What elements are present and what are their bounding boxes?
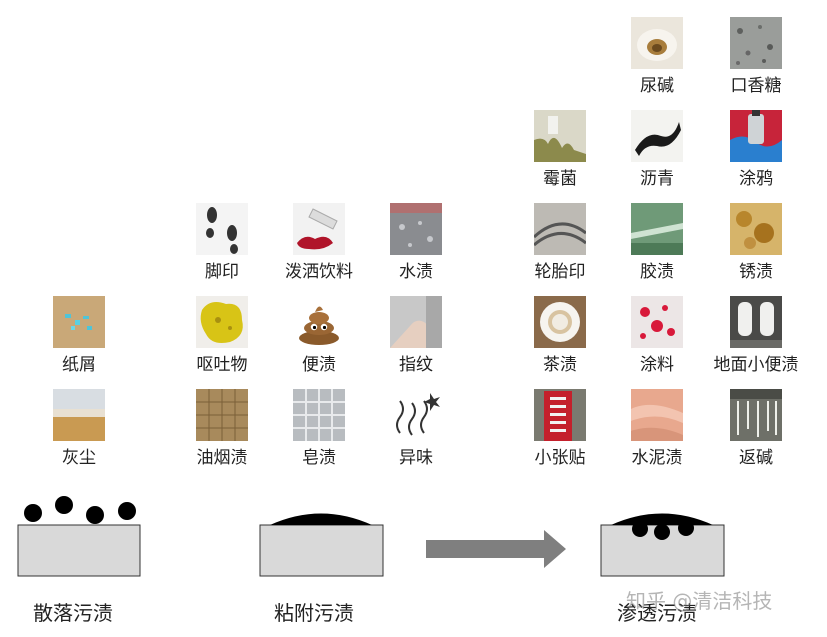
stain-vomit: 呕吐物 xyxy=(174,296,270,382)
small-ads-label: 小张贴 xyxy=(534,448,586,468)
poop-icon xyxy=(293,296,345,348)
stain-graffiti: 涂鸦 xyxy=(708,110,804,196)
category-adhered: 粘附污渍 xyxy=(274,601,354,625)
paint-label: 涂料 xyxy=(640,355,674,375)
tea-stain-image xyxy=(534,296,586,348)
mold-image xyxy=(534,110,586,162)
water-stain-image xyxy=(390,203,442,255)
watermark: 知乎 @清洁科技 xyxy=(626,589,773,613)
asphalt-image xyxy=(631,110,683,162)
grease-label: 油烟渍 xyxy=(196,448,248,468)
cement-stain-label: 水泥渍 xyxy=(631,448,683,468)
stain-feces: 便渍 xyxy=(271,296,367,382)
graffiti-label: 涂鸦 xyxy=(739,169,773,189)
stain-glue: 胶渍 xyxy=(609,203,705,289)
penetrating-particle xyxy=(632,521,648,537)
dust-image xyxy=(53,389,105,441)
stain-footprint: 脚印 xyxy=(174,203,270,289)
odor-icon xyxy=(390,389,442,441)
urine-scale-label: 尿碱 xyxy=(640,76,674,96)
efflorescence-image xyxy=(730,389,782,441)
footprint-image xyxy=(196,203,248,255)
stain-mold: 霉菌 xyxy=(512,110,608,196)
stain-spilled-drink: 泼洒饮料 xyxy=(271,203,367,289)
paper-scraps-image xyxy=(53,296,105,348)
rust-stain-image xyxy=(730,203,782,255)
penetrating-particle xyxy=(654,524,670,540)
penetrating-layer xyxy=(611,513,713,525)
scattered-particle xyxy=(118,502,136,520)
paper-scraps-label: 纸屑 xyxy=(62,355,96,375)
spilled-drink-image xyxy=(293,203,345,255)
soap-scum-image xyxy=(293,389,345,441)
soap-scum-label: 皂渍 xyxy=(302,448,336,468)
category-penetrating: 渗透污渍 xyxy=(617,601,697,625)
scattered-particle xyxy=(86,506,104,524)
feces-label: 便渍 xyxy=(302,355,336,375)
tire-mark-image xyxy=(534,203,586,255)
stain-paint: 涂料 xyxy=(609,296,705,382)
gum-image xyxy=(730,17,782,69)
grease-image xyxy=(196,389,248,441)
fingerprint-image xyxy=(390,296,442,348)
gum-label: 口香糖 xyxy=(730,76,782,96)
stain-small-ads: 小张贴 xyxy=(512,389,608,475)
fingerprint-label: 指纹 xyxy=(399,355,433,375)
stain-odor: 异味 xyxy=(368,389,464,475)
penetrating-particle xyxy=(678,520,694,536)
footprint-label: 脚印 xyxy=(205,262,239,282)
glue-stain-label: 胶渍 xyxy=(640,262,674,282)
adhered-block xyxy=(259,524,384,577)
graffiti-image xyxy=(730,110,782,162)
odor-label: 异味 xyxy=(399,448,433,468)
tea-stain-label: 茶渍 xyxy=(543,355,577,375)
tire-mark-label: 轮胎印 xyxy=(534,262,586,282)
spilled-drink-label: 泼洒饮料 xyxy=(285,262,353,282)
category-scattered: 散落污渍 xyxy=(33,601,113,625)
vomit-image xyxy=(196,296,248,348)
urine-scale-image xyxy=(631,17,683,69)
glue-stain-image xyxy=(631,203,683,255)
stain-tire-mark: 轮胎印 xyxy=(512,203,608,289)
stain-fingerprint: 指纹 xyxy=(368,296,464,382)
stain-dust: 灰尘 xyxy=(31,389,127,475)
paint-image xyxy=(631,296,683,348)
stain-tea: 茶渍 xyxy=(512,296,608,382)
stain-paper-scraps: 纸屑 xyxy=(31,296,127,382)
stain-gum: 口香糖 xyxy=(708,17,804,103)
stain-floor-urinal: 地面小便渍 xyxy=(708,296,804,382)
floor-urinal-label: 地面小便渍 xyxy=(713,355,799,375)
adhered-layer xyxy=(270,513,372,525)
stain-grease: 油烟渍 xyxy=(174,389,270,475)
stain-water: 水渍 xyxy=(368,203,464,289)
water-stain-label: 水渍 xyxy=(399,262,433,282)
efflorescence-label: 返碱 xyxy=(739,448,773,468)
rust-stain-label: 锈渍 xyxy=(739,262,773,282)
small-ads-image xyxy=(534,389,586,441)
stain-rust: 锈渍 xyxy=(708,203,804,289)
dust-label: 灰尘 xyxy=(62,448,96,468)
floor-urinal-image xyxy=(730,296,782,348)
scattered-block xyxy=(17,524,141,577)
vomit-label: 呕吐物 xyxy=(196,355,248,375)
mold-label: 霉菌 xyxy=(543,169,577,189)
scattered-particle xyxy=(55,496,73,514)
stain-soap-scum: 皂渍 xyxy=(271,389,367,475)
stain-cement: 水泥渍 xyxy=(609,389,705,475)
arrow-icon xyxy=(426,530,566,568)
stain-efflorescence: 返碱 xyxy=(708,389,804,475)
asphalt-label: 沥青 xyxy=(640,169,674,189)
dirt-type-diagram xyxy=(17,496,725,577)
stain-asphalt: 沥青 xyxy=(609,110,705,196)
stain-urine-scale: 尿碱 xyxy=(609,17,705,103)
scattered-particle xyxy=(24,504,42,522)
cement-stain-image xyxy=(631,389,683,441)
